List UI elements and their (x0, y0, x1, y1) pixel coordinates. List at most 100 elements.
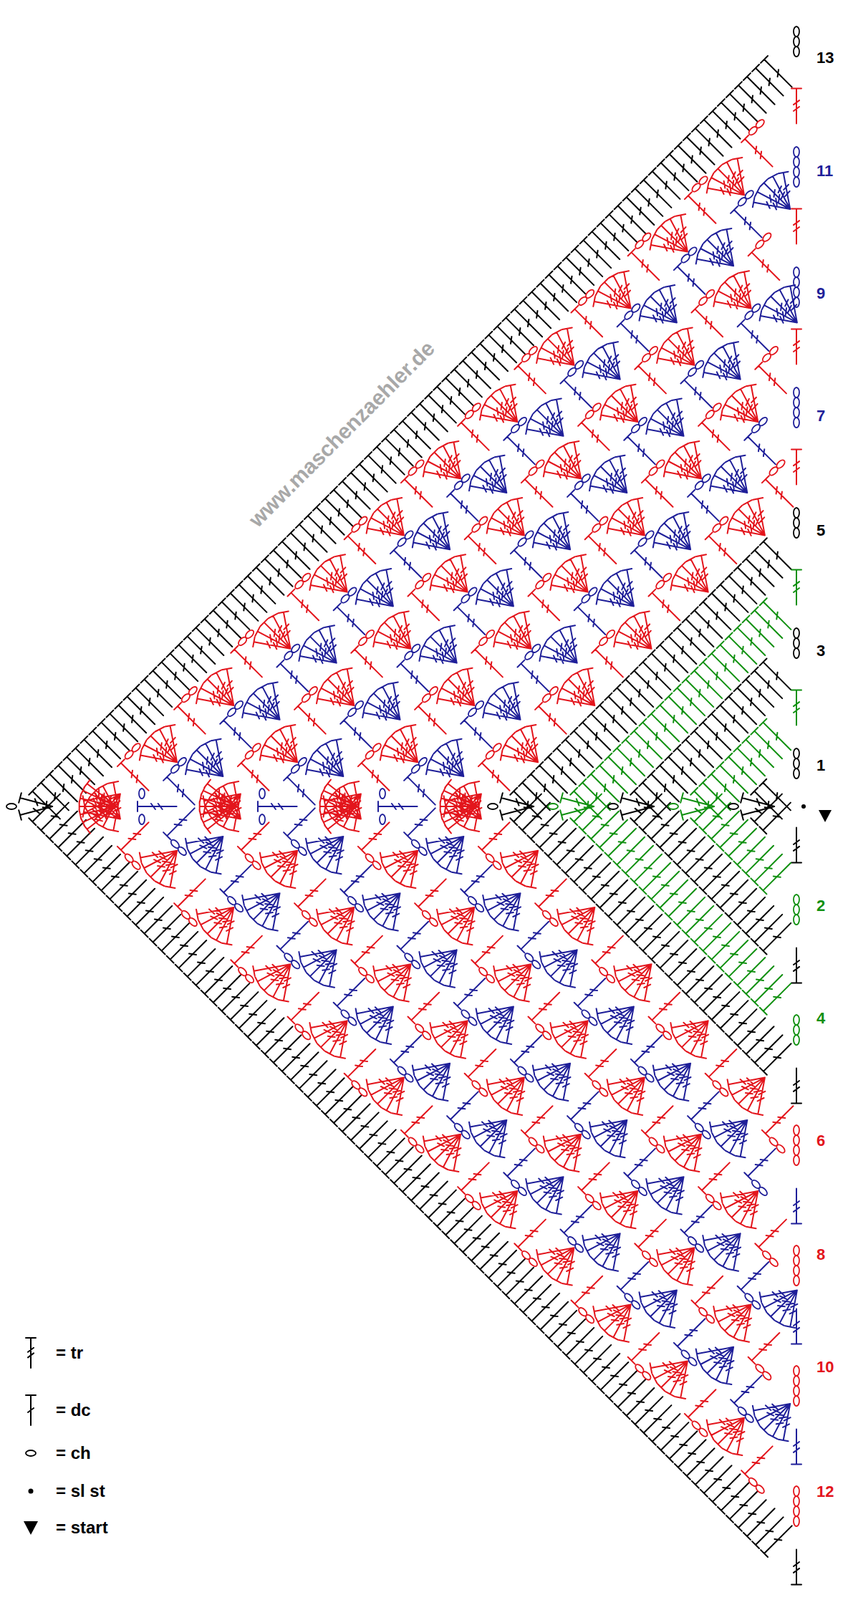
chain-symbol (477, 514, 490, 527)
chain-symbol (793, 638, 800, 649)
chain-symbol (484, 628, 497, 641)
chain-symbol (300, 1029, 313, 1042)
chain-symbol (704, 1313, 717, 1325)
chain-symbol (793, 768, 800, 779)
chain-symbol (718, 1086, 730, 1098)
chain-symbol (421, 1029, 433, 1042)
chain-symbol (793, 1125, 800, 1136)
chain-symbol (466, 1015, 479, 1028)
chain-symbol (176, 756, 189, 768)
chain-symbol (590, 401, 603, 414)
chain-symbol (573, 1242, 586, 1255)
chain-symbol (590, 1199, 603, 1212)
chain-symbol (580, 1128, 592, 1141)
row-number: 5 (816, 521, 826, 541)
chain-symbol (459, 472, 472, 485)
chain-symbol (297, 845, 309, 858)
chain-symbol (548, 685, 561, 697)
legend-text: = dc (55, 1400, 91, 1421)
chain-symbol (130, 742, 142, 754)
chain-symbol (534, 1143, 546, 1155)
chain-symbol (233, 902, 245, 914)
chain-symbol (598, 514, 610, 527)
chain-symbol (793, 166, 800, 177)
chain-symbol (130, 859, 142, 871)
chain-symbol (793, 894, 800, 905)
chain-symbol (793, 628, 800, 639)
chain-symbol (587, 585, 599, 598)
chain-symbol (548, 916, 561, 929)
chain-symbol (793, 287, 800, 298)
legend-slip-stitch (28, 1489, 34, 1495)
chain-symbol (711, 1199, 723, 1212)
chain-symbol (487, 803, 498, 810)
chain-symbol (700, 472, 712, 485)
row-number: 1 (816, 756, 826, 775)
chain-symbol (643, 529, 656, 541)
chain-symbol (793, 527, 800, 538)
chain-symbol (534, 458, 546, 470)
chain-symbol (793, 387, 800, 398)
chain-symbol (743, 189, 755, 201)
chain-symbol (379, 788, 386, 799)
chain-symbol (605, 973, 617, 985)
chain-symbol (584, 288, 596, 301)
chain-symbol (410, 959, 422, 971)
chain-symbol (793, 397, 800, 408)
chain-symbol (187, 685, 200, 697)
chain-symbol (357, 514, 369, 527)
legend-text: = sl st (55, 1481, 106, 1502)
chain-symbol (523, 1072, 536, 1084)
chain-symbol (250, 859, 263, 871)
chain-symbol (290, 959, 302, 971)
chain-symbol (580, 472, 592, 485)
chain-symbol (793, 1395, 800, 1406)
chain-symbol (491, 742, 503, 754)
chain-symbol (530, 643, 543, 655)
chain-symbol (668, 803, 679, 810)
chain-symbol (793, 758, 800, 769)
chain-symbol (637, 416, 649, 428)
chain-symbol (233, 699, 245, 712)
start-marker (818, 810, 832, 823)
chain-symbol (364, 628, 377, 641)
chain-symbol (711, 401, 723, 414)
chain-symbol (694, 359, 706, 371)
row-number: 7 (816, 406, 826, 426)
chain-symbol (793, 1255, 800, 1266)
chain-symbol (793, 156, 800, 167)
chain-symbol (541, 1029, 553, 1042)
row-number: 2 (816, 896, 826, 916)
chain-symbol (793, 146, 800, 157)
chain-symbol (704, 288, 717, 301)
chain-symbol (793, 297, 800, 308)
chain-symbol (307, 916, 320, 929)
chain-symbol (428, 916, 440, 929)
chain-symbol (353, 902, 366, 914)
legend-text: = start (55, 1517, 109, 1539)
row-number: 11 (816, 161, 833, 181)
stitch-symbols (137, 171, 802, 1465)
chain-symbol (244, 628, 256, 641)
row-number: 9 (816, 284, 826, 303)
chain-symbol (654, 458, 667, 470)
chain-symbol (793, 1135, 800, 1146)
chain-symbol (697, 174, 710, 187)
chain-symbol (403, 529, 415, 541)
row-number: 8 (816, 1245, 826, 1265)
chain-symbol (244, 973, 256, 985)
chain-symbol (793, 1034, 800, 1045)
row-number: 12 (816, 1482, 834, 1502)
chain-symbol (517, 1186, 529, 1198)
chain-symbol (793, 1245, 800, 1256)
chain-symbol (793, 1385, 800, 1396)
watermark: www.maschenzaehler.de (241, 333, 442, 535)
chain-symbol (793, 1275, 800, 1286)
chain-symbol (527, 345, 540, 357)
chain-symbol (686, 1355, 699, 1368)
chain-symbol (793, 1375, 800, 1386)
chain-symbol (793, 904, 800, 915)
chain-symbol (527, 1256, 540, 1269)
chain-symbol (357, 1086, 369, 1098)
chain-symbol (410, 643, 422, 655)
